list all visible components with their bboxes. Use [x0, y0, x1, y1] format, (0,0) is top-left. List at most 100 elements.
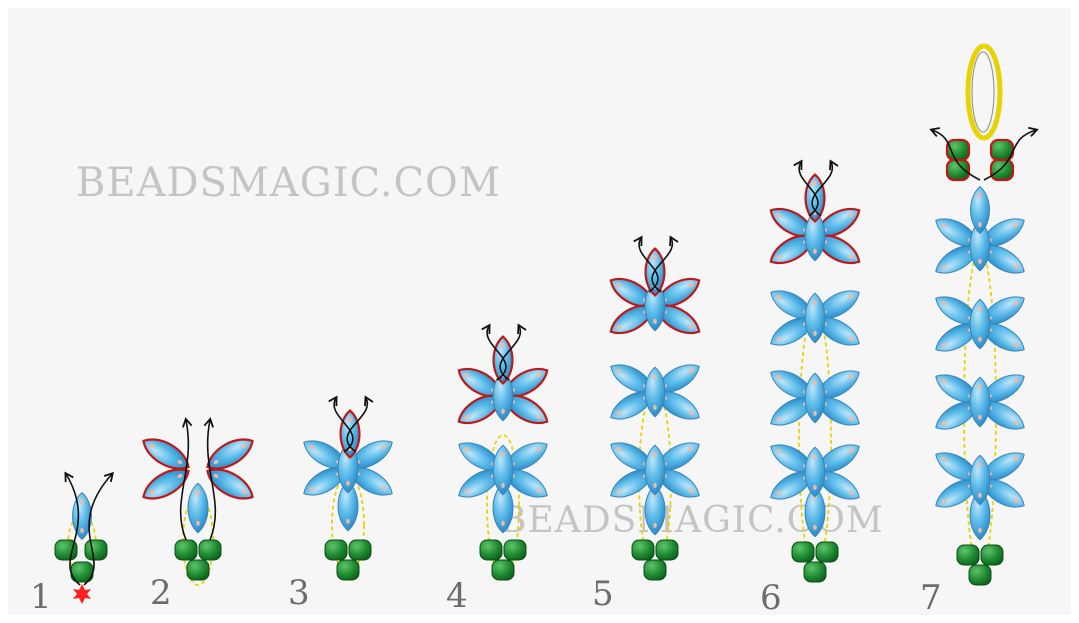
blue-bead-hole — [80, 527, 84, 534]
blue-bead-body — [804, 486, 826, 538]
blue-bead-hole — [978, 414, 982, 420]
blue-bead-hole — [813, 330, 817, 336]
blue-bead-hole — [1013, 264, 1019, 269]
blue-bead — [804, 372, 826, 424]
blue-bead-hole — [309, 445, 315, 450]
blue-bead-hole — [941, 379, 947, 384]
new-blue-bead — [142, 468, 190, 500]
blue-bead-hole — [464, 447, 470, 452]
blue-bead-hole — [616, 324, 622, 329]
blue-bead-hole — [941, 264, 947, 269]
blue-bead-hole — [213, 460, 219, 465]
start-star-icon — [73, 584, 91, 604]
blue-bead-hole — [616, 447, 622, 452]
blue-bead-hole — [653, 482, 657, 488]
blue-bead-body — [804, 173, 826, 223]
green-bead — [84, 539, 108, 561]
blue-bead-hole — [501, 520, 505, 526]
blue-bead-hole — [1013, 379, 1019, 384]
blue-bead-hole — [1013, 420, 1019, 425]
clasp-ring-inner — [971, 51, 995, 133]
blue-bead-hole — [616, 488, 622, 493]
clasp-ring-icon — [965, 43, 1003, 141]
blue-bead-hole — [381, 486, 387, 491]
blue-bead-hole — [653, 452, 657, 458]
blue-bead-hole — [776, 449, 782, 454]
blue-bead — [187, 482, 209, 534]
thread-arrow — [983, 126, 1039, 181]
blue-bead-body — [187, 482, 209, 534]
blue-bead-body — [337, 480, 359, 532]
blue-bead-hole — [346, 518, 350, 524]
blue-bead-hole — [776, 213, 782, 218]
green-bead — [348, 539, 372, 561]
blue-bead — [644, 444, 666, 496]
blue-bead — [970, 185, 990, 235]
blue-bead-hole — [978, 384, 982, 390]
blue-bead-hole — [616, 410, 622, 415]
blue-bead-hole — [813, 524, 817, 530]
blue-bead-hole — [813, 484, 817, 490]
blue-bead — [804, 292, 826, 344]
blue-bead-hole — [978, 221, 982, 228]
blue-bead-hole — [346, 480, 350, 486]
blue-bead-hole — [688, 369, 694, 374]
blue-bead-body — [969, 376, 991, 428]
blue-bead-body — [492, 370, 514, 422]
blue-bead-hole — [776, 490, 782, 495]
new-green-bead — [989, 158, 1015, 182]
blue-bead-hole — [536, 447, 542, 452]
step-label-3: 3 — [288, 573, 310, 613]
green-bead — [174, 539, 198, 561]
step-label-4: 4 — [446, 576, 468, 616]
step-2-figure — [142, 417, 254, 586]
blue-bead-hole — [848, 336, 854, 341]
green-bead — [980, 544, 1004, 566]
blue-bead-hole — [149, 443, 155, 448]
green-bead — [791, 541, 815, 563]
blue-bead-hole — [941, 342, 947, 347]
thread-path — [486, 434, 520, 576]
blue-bead-hole — [616, 369, 622, 374]
blue-bead-hole — [978, 258, 982, 264]
thread-arrow — [64, 471, 81, 586]
green-bead — [956, 544, 980, 566]
step-7-figure — [929, 43, 1039, 586]
blue-bead-hole — [688, 488, 694, 493]
blue-bead-hole — [978, 462, 982, 468]
new-blue-bead — [206, 468, 254, 500]
green-bead — [336, 559, 360, 581]
blue-bead-hole — [776, 416, 782, 421]
blue-bead-hole — [653, 404, 657, 410]
thread-arrow — [811, 159, 839, 217]
blue-bead-hole — [653, 374, 657, 380]
blue-bead-hole — [536, 488, 542, 493]
thread-arrow — [179, 417, 193, 541]
blue-bead-body — [206, 468, 254, 500]
blue-bead-hole — [177, 460, 183, 465]
blue-bead-body — [804, 446, 826, 498]
blue-bead-hole — [813, 180, 817, 187]
blue-bead-hole — [616, 283, 622, 288]
blue-bead — [492, 482, 514, 534]
blue-bead-hole — [776, 336, 782, 341]
blue-bead-hole — [1013, 457, 1019, 462]
blue-bead-hole — [536, 414, 542, 419]
blue-bead-hole — [978, 336, 982, 342]
blue-bead — [804, 210, 826, 262]
blue-bead — [492, 444, 514, 496]
blue-bead-hole — [848, 490, 854, 495]
blue-bead-hole — [848, 449, 854, 454]
blue-bead-body — [644, 366, 666, 418]
blue-bead-hole — [848, 213, 854, 218]
blue-bead-body — [644, 444, 666, 496]
blue-bead-hole — [813, 248, 817, 254]
blue-bead — [644, 366, 666, 418]
blue-bead-hole — [80, 498, 84, 505]
blue-bead-hole — [653, 254, 657, 261]
blue-bead-hole — [978, 192, 982, 199]
thread-arrow — [203, 417, 217, 541]
blue-bead-hole — [941, 457, 947, 462]
blue-bead-body — [644, 484, 666, 536]
blue-bead-hole — [776, 375, 782, 380]
